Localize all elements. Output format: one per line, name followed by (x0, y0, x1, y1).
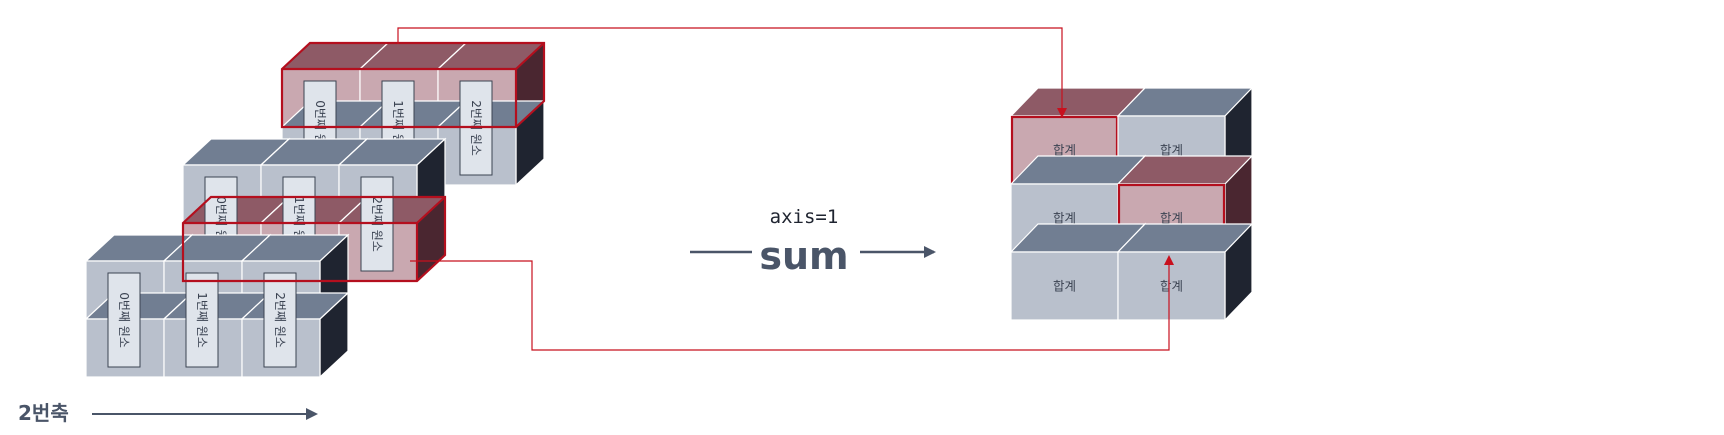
axis-indicator-label: 2번축 (18, 401, 69, 425)
result-cell-label: 합계 (1160, 143, 1183, 158)
result-cell-label: 합계 (1053, 211, 1076, 226)
input-block-front: 0번째 원소 1번째 원소 2번째 원소 (84, 233, 350, 379)
highlighted-row-edge (515, 42, 545, 70)
result-cell-label: 합계 (1160, 279, 1183, 294)
highlighted-row-outline (181, 195, 447, 283)
input-highlights (181, 41, 546, 283)
cube-front-face (1010, 251, 1119, 321)
axis-indicator: 2번축 (18, 401, 318, 425)
element-label-box (263, 272, 297, 368)
connector-arrow-bottom (410, 255, 1174, 351)
element-label: 0번째 원소 (117, 292, 131, 348)
result-cell-r2-c1 (1116, 222, 1254, 322)
result-cell-label: 합계 (1160, 211, 1183, 226)
highlighted-row-outline (280, 41, 546, 129)
element-label: 1번째 원소 (195, 292, 209, 348)
connector-arrow-top (397, 27, 1067, 118)
element-label: 2번째 원소 (273, 292, 287, 348)
element-label-box (185, 272, 219, 368)
result-cell-label: 합계 (1053, 143, 1076, 158)
highlighted-row-edge (416, 196, 446, 224)
operation: axis=1 sum (690, 206, 936, 278)
operation-param: axis=1 (770, 206, 839, 228)
element-label-box (107, 272, 141, 368)
connector-arrows (397, 27, 1174, 351)
result-cell-label: 합계 (1053, 279, 1076, 294)
operation-name: sum (759, 234, 848, 278)
